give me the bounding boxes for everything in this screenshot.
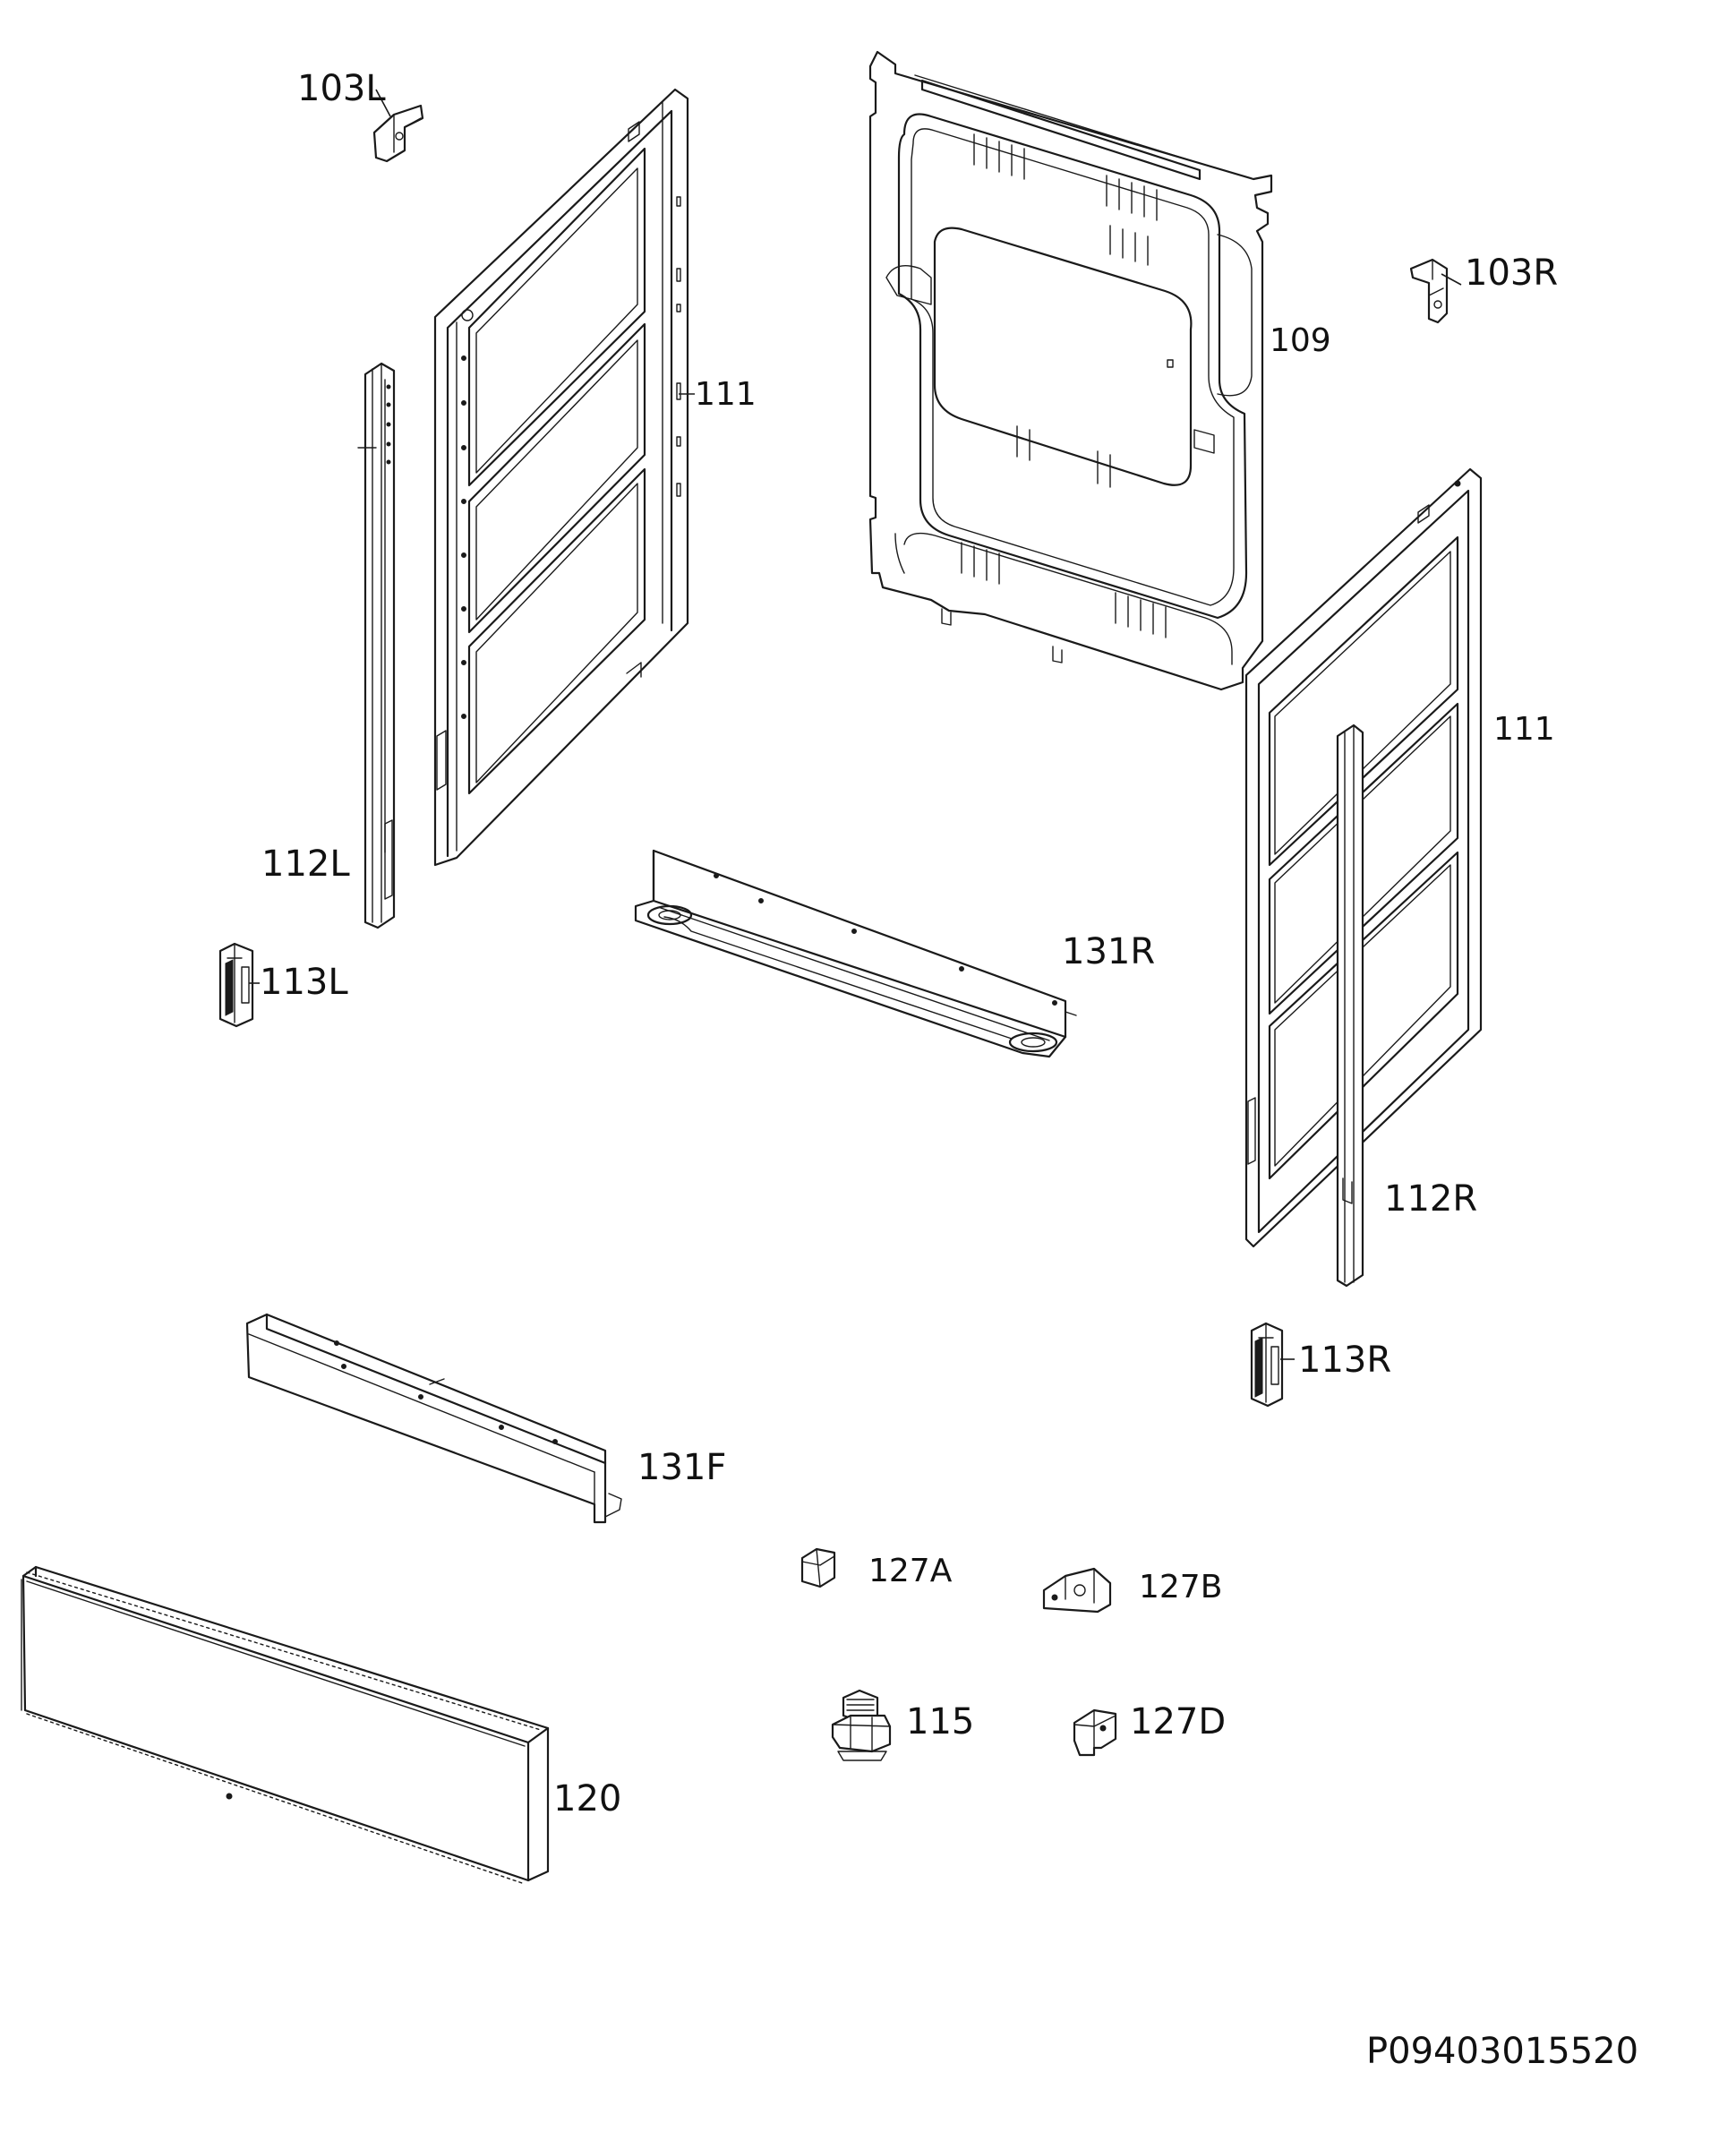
- part-111-left-side-frame: [433, 88, 689, 867]
- part-112L-rail: [357, 362, 396, 929]
- part-127A-clip: [800, 1547, 836, 1588]
- label-127D: 127D: [1130, 1701, 1226, 1742]
- label-111-left: 111: [695, 376, 757, 413]
- part-103L-bracket: [372, 104, 424, 163]
- part-112R-rail: [1336, 723, 1364, 1288]
- label-112L: 112L: [261, 843, 350, 885]
- part-131F-cross-rail: [245, 1313, 622, 1524]
- part-113R-hinge: [1250, 1322, 1284, 1408]
- drawing-code: P09403015520: [1366, 2031, 1638, 2072]
- part-127B-bracket: [1042, 1567, 1112, 1614]
- label-111-right: 111: [1493, 711, 1555, 748]
- label-115: 115: [906, 1701, 974, 1742]
- label-131F: 131F: [637, 1447, 726, 1488]
- label-109: 109: [1270, 322, 1331, 359]
- part-127D-bracket: [1073, 1708, 1117, 1757]
- label-127B: 127B: [1139, 1569, 1222, 1605]
- label-113L: 113L: [260, 962, 348, 1003]
- part-131R-cross-rail: [634, 849, 1077, 1058]
- leader-103R: [1441, 273, 1462, 286]
- label-127A: 127A: [868, 1553, 953, 1589]
- leader-103L: [375, 89, 391, 117]
- part-103R-bracket: [1409, 258, 1449, 324]
- label-112R: 112R: [1384, 1178, 1477, 1220]
- label-113R: 113R: [1298, 1340, 1391, 1381]
- part-120-plinth-panel: [21, 1565, 550, 1885]
- part-109-back-panel: [868, 50, 1273, 691]
- part-115-levelling-foot: [831, 1689, 892, 1761]
- label-103L: 103L: [297, 68, 386, 109]
- label-103R: 103R: [1465, 253, 1558, 294]
- part-113L-hinge: [218, 942, 254, 1028]
- label-131R: 131R: [1062, 931, 1155, 972]
- label-120: 120: [553, 1778, 621, 1819]
